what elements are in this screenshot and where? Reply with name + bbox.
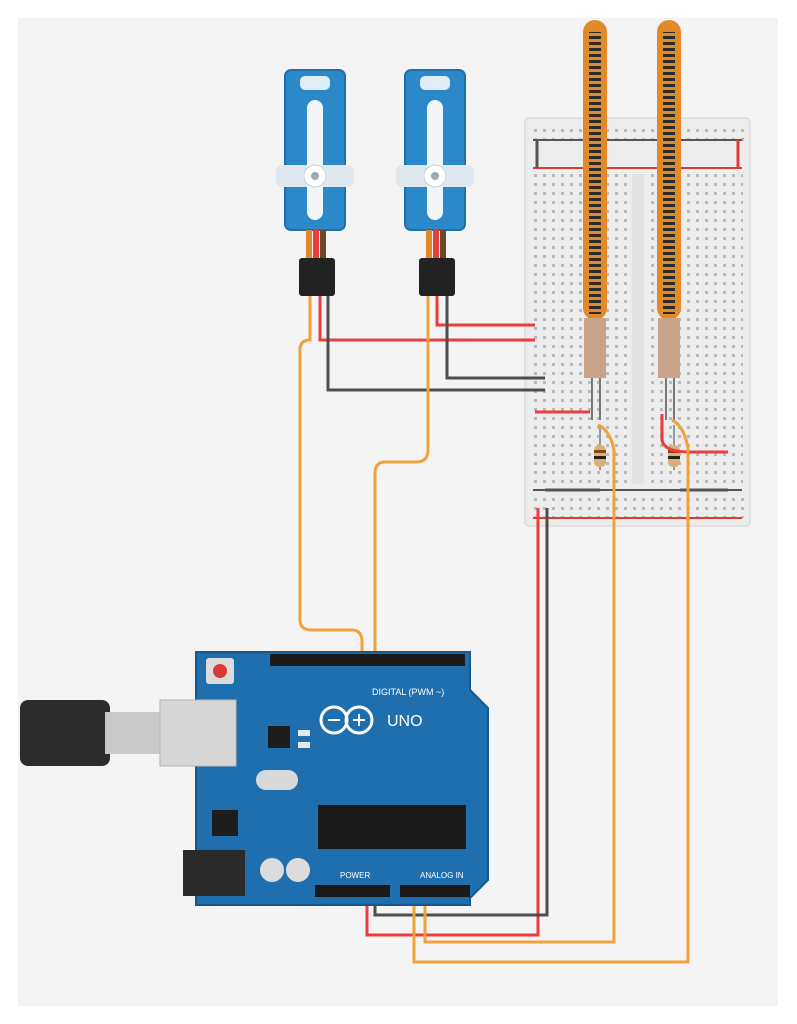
- power-header: [315, 885, 390, 897]
- wire-servo-right-ground: [445, 296, 545, 380]
- atmega-chip: [318, 805, 466, 849]
- servo-left-connector: [299, 258, 335, 296]
- wire-servo-left-ground: [326, 296, 545, 392]
- analog-label: ANALOG IN: [420, 871, 464, 880]
- servo-right[interactable]: [396, 69, 474, 296]
- breadboard-strip-left: [533, 174, 628, 484]
- servo-left[interactable]: [276, 69, 354, 296]
- digital-label: DIGITAL (PWM ~): [372, 687, 444, 697]
- power-jack: [183, 850, 245, 896]
- breadboard-center-channel: [632, 174, 644, 484]
- crystal: [256, 770, 298, 790]
- servo-right-connector: [419, 258, 455, 296]
- jumper-red-right: [660, 414, 728, 454]
- breadboard: [524, 117, 751, 527]
- arduino-uno-board[interactable]: DIGITAL (PWM ~) POWER ANALOG IN UNO: [159, 651, 489, 906]
- uno-label: UNO: [387, 713, 423, 730]
- flex-sensor-left[interactable]: [583, 20, 607, 420]
- wire-arduino-5v: [365, 508, 540, 937]
- usb-cable: [20, 700, 160, 766]
- voltage-regulator: [212, 810, 238, 836]
- wire-flex-left-analog: [423, 450, 616, 944]
- arduino-logo: [319, 705, 374, 735]
- flex-sensor-right[interactable]: [657, 20, 681, 420]
- breadboard-bottom-rail: [532, 498, 744, 518]
- capacitor-right: [286, 858, 310, 882]
- jumper-orange-left: [597, 423, 616, 451]
- wire-servo-left-power: [318, 296, 535, 342]
- digital-header: [270, 654, 465, 666]
- wire-arduino-gnd: [373, 508, 549, 917]
- wire-flex-right-analog: [412, 448, 690, 964]
- jumper-orange-right: [671, 418, 690, 449]
- wire-servo-left-signal: [298, 296, 364, 662]
- capacitor-left: [260, 858, 284, 882]
- power-label: POWER: [340, 871, 370, 880]
- usb-jack: [159, 699, 237, 767]
- wire-servo-right-power: [435, 296, 535, 327]
- analog-header: [400, 885, 470, 897]
- resistor-left[interactable]: [594, 425, 606, 470]
- usb-chip: [268, 726, 290, 748]
- wire-servo-right-signal: [373, 296, 430, 662]
